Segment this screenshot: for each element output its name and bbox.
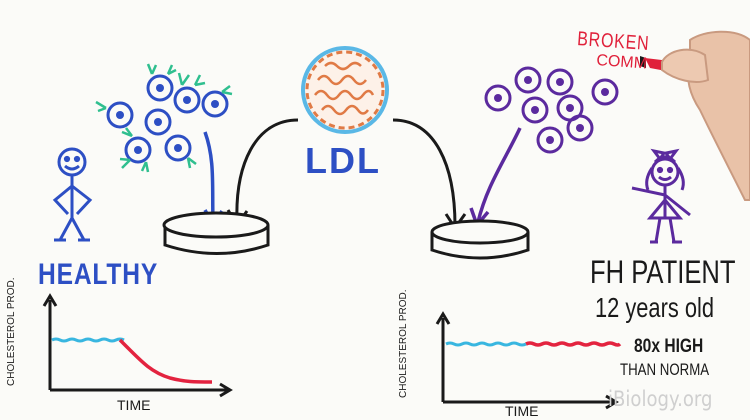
age-label: 12 years old xyxy=(595,292,714,323)
chart-healthy-y-label: CHOLESTEROL PROD. xyxy=(6,277,17,386)
fh-patient-label: FH PATIENT xyxy=(590,254,736,290)
fh-arrow xyxy=(476,127,522,223)
chart-healthy-decline-curve xyxy=(118,338,213,384)
healthy-cells xyxy=(95,63,233,173)
chart-healthy-x-label: TIME xyxy=(117,397,151,413)
higher-label-line2: THAN NORMA xyxy=(620,360,710,379)
ldl-arrow-right xyxy=(392,118,457,227)
broken-label: BROKEN xyxy=(576,28,651,55)
healthy-arrow xyxy=(203,131,215,223)
fh-cell-nuclei xyxy=(494,76,609,144)
chart-healthy-y-arrow xyxy=(42,293,58,307)
dish-fh xyxy=(430,219,530,260)
chart-fh-y-arrow xyxy=(435,311,451,325)
comm-label: COMM xyxy=(595,52,648,73)
chart-healthy xyxy=(42,293,233,398)
fh-patient-person xyxy=(631,148,691,244)
chart-fh-x-arrow xyxy=(605,394,619,410)
chart-healthy-normal-curve xyxy=(51,337,125,343)
drawing-hand xyxy=(640,30,750,201)
healthy-label: HEALTHY xyxy=(38,258,159,291)
ibiology-watermark: iBiology.org xyxy=(608,387,713,411)
ldl-particle xyxy=(301,46,389,134)
chart-fh-normal-curve xyxy=(445,341,527,347)
chart-fh-y-label: CHOLESTEROL PROD. xyxy=(398,289,409,398)
chart-healthy-x-arrow xyxy=(219,382,233,398)
chart-fh-x-label: TIME xyxy=(505,403,539,419)
ldl-arrow-left xyxy=(235,118,299,223)
fh-cells xyxy=(484,66,619,154)
ldl-label: LDL xyxy=(305,140,381,181)
chart-fh xyxy=(435,311,622,410)
chart-fh-high-curve xyxy=(525,341,622,347)
higher-label-line1: 80x HIGH xyxy=(634,336,704,357)
dish-healthy xyxy=(162,211,270,255)
healthy-person xyxy=(52,147,93,242)
